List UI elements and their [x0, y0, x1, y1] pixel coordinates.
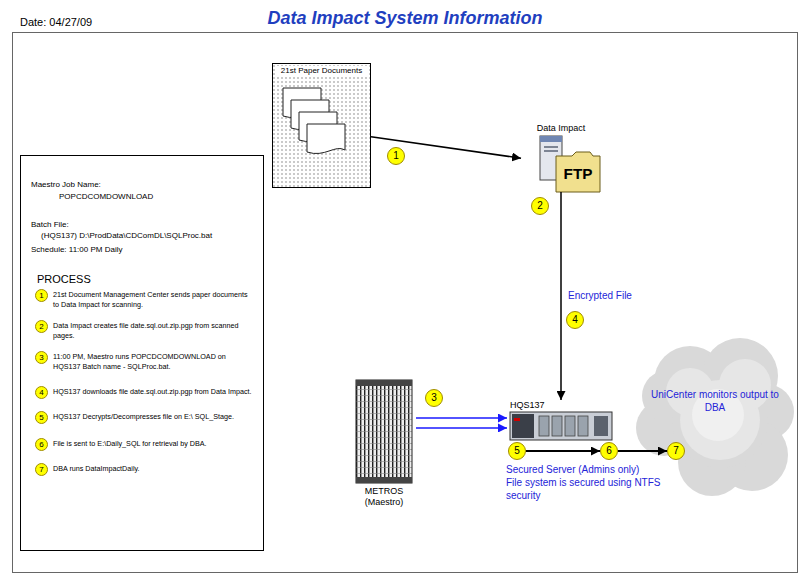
callout-number-text: 5 — [509, 443, 525, 459]
scheduler-rack: METROS (Maestro) — [352, 378, 416, 513]
server-slot — [544, 150, 558, 152]
connector-arrow — [526, 450, 600, 452]
step-number: 6 — [35, 438, 48, 451]
node-label: HQS137 — [510, 400, 545, 411]
process-step: 1 21st Document Management Center sends p… — [35, 289, 255, 310]
callout-number-text: 3 — [426, 390, 442, 406]
section-heading: PROCESS — [37, 273, 91, 286]
process-step: 4 HQS137 downloads file date.sql.out.zip.… — [35, 386, 255, 399]
step-text: File is sent to E:\Daily_SQL for retriev… — [53, 438, 255, 449]
ftp-folder — [556, 152, 600, 192]
server-grille — [594, 416, 608, 436]
step-text: 11:00 PM, Maestro runs POPCDCOMDOWNLOAD … — [53, 351, 255, 372]
annotation: Secured Server (Admins only) — [506, 463, 676, 476]
callout-number: 4 — [566, 311, 584, 329]
field-label: Batch File: — [31, 220, 69, 230]
process-step: 6 File is sent to E:\Daily_SQL for retrie… — [35, 438, 255, 451]
process-panel: Maestro Job Name: POPCDCOMDOWNLOAD Batch F… — [20, 155, 264, 551]
step-text: Data Impact creates file date.sql.out.zi… — [53, 320, 255, 341]
step-number: 5 — [35, 411, 48, 424]
drive-bay — [578, 416, 588, 436]
document-stack: 21st Paper Documents — [272, 63, 371, 188]
drive-bay — [539, 416, 549, 436]
callout-number: 1 — [387, 147, 405, 165]
process-step: 2 Data Impact creates file date.sql.out.z… — [35, 320, 255, 341]
step-number: 1 — [35, 289, 48, 302]
title: Data Impact System Information — [0, 7, 810, 29]
step-number: 4 — [35, 386, 48, 399]
paper-page — [307, 124, 345, 154]
rack-top — [356, 380, 412, 386]
process-step: 3 11:00 PM, Maestro runs POPCDCOMDOWNLOAD… — [35, 351, 255, 372]
drive-bay — [565, 416, 575, 436]
field-label: Schedule: 11:00 PM Daily — [31, 245, 122, 255]
callout-number: 7 — [667, 442, 685, 460]
callout-number-text: 4 — [567, 312, 583, 328]
node-label: METROS (Maestro) — [354, 486, 414, 508]
field-label: Maestro Job Name: — [31, 180, 101, 190]
node-label: 21st Paper Documents — [276, 66, 367, 76]
callout-number-text: 2 — [532, 198, 548, 214]
callout-number: 2 — [531, 197, 549, 215]
callout-number-text: 1 — [388, 148, 404, 164]
server-light — [514, 418, 520, 421]
cloud-shape — [636, 338, 794, 496]
server-top — [540, 136, 562, 142]
callout-number: 3 — [425, 389, 443, 407]
ftp-server: Data ImpactFTP — [521, 120, 601, 192]
rack-base — [356, 477, 412, 483]
step-text: DBA runs DataImpactDaily. — [53, 463, 255, 474]
connector-arrow — [560, 192, 562, 400]
server-panel — [512, 414, 534, 438]
field-value: (HQS137) D:\ProdData\CDComDL\SQLProc.bat — [41, 231, 212, 241]
callout-number-text: 7 — [668, 443, 684, 459]
callout-number: 6 — [600, 442, 618, 460]
annotation: File system is secured using NTFS securi… — [506, 476, 674, 502]
server-slot — [544, 146, 558, 148]
document-background — [272, 63, 371, 188]
callout-number-text: 6 — [601, 443, 617, 459]
step-number: 7 — [35, 463, 48, 476]
server-rack — [356, 380, 412, 483]
page-frame — [13, 33, 798, 573]
process-step: 7 DBA runs DataImpactDaily. — [35, 463, 255, 476]
field-value: POPCDCOMDOWNLOAD — [59, 192, 153, 202]
folder-label: FTP — [556, 164, 600, 184]
step-text: 21st Document Management Center sends pa… — [53, 289, 255, 310]
connector-arrow — [416, 427, 507, 429]
step-number: 3 — [35, 351, 48, 364]
drive-bay — [552, 416, 562, 436]
step-text: HQS137 Decrypts/Decompresses file on E:\… — [53, 411, 255, 422]
connector-arrow — [416, 417, 507, 419]
cloud-label: UniCenter monitors output to DBA — [641, 388, 789, 414]
node-label: Data Impact — [521, 122, 601, 134]
process-step: 5 HQS137 Decrypts/Decompresses file on E:… — [35, 411, 255, 424]
callout-number: 5 — [508, 442, 526, 460]
step-number: 2 — [35, 320, 48, 333]
date-label: Date: 04/27/09 — [20, 16, 92, 29]
rack-server — [510, 412, 612, 440]
server: HQS137 — [507, 400, 615, 440]
step-text: HQS137 downloads file date.sql.out.zip.p… — [53, 386, 255, 397]
connector-arrow — [618, 450, 667, 452]
edge-label: Encrypted File — [567, 290, 633, 302]
